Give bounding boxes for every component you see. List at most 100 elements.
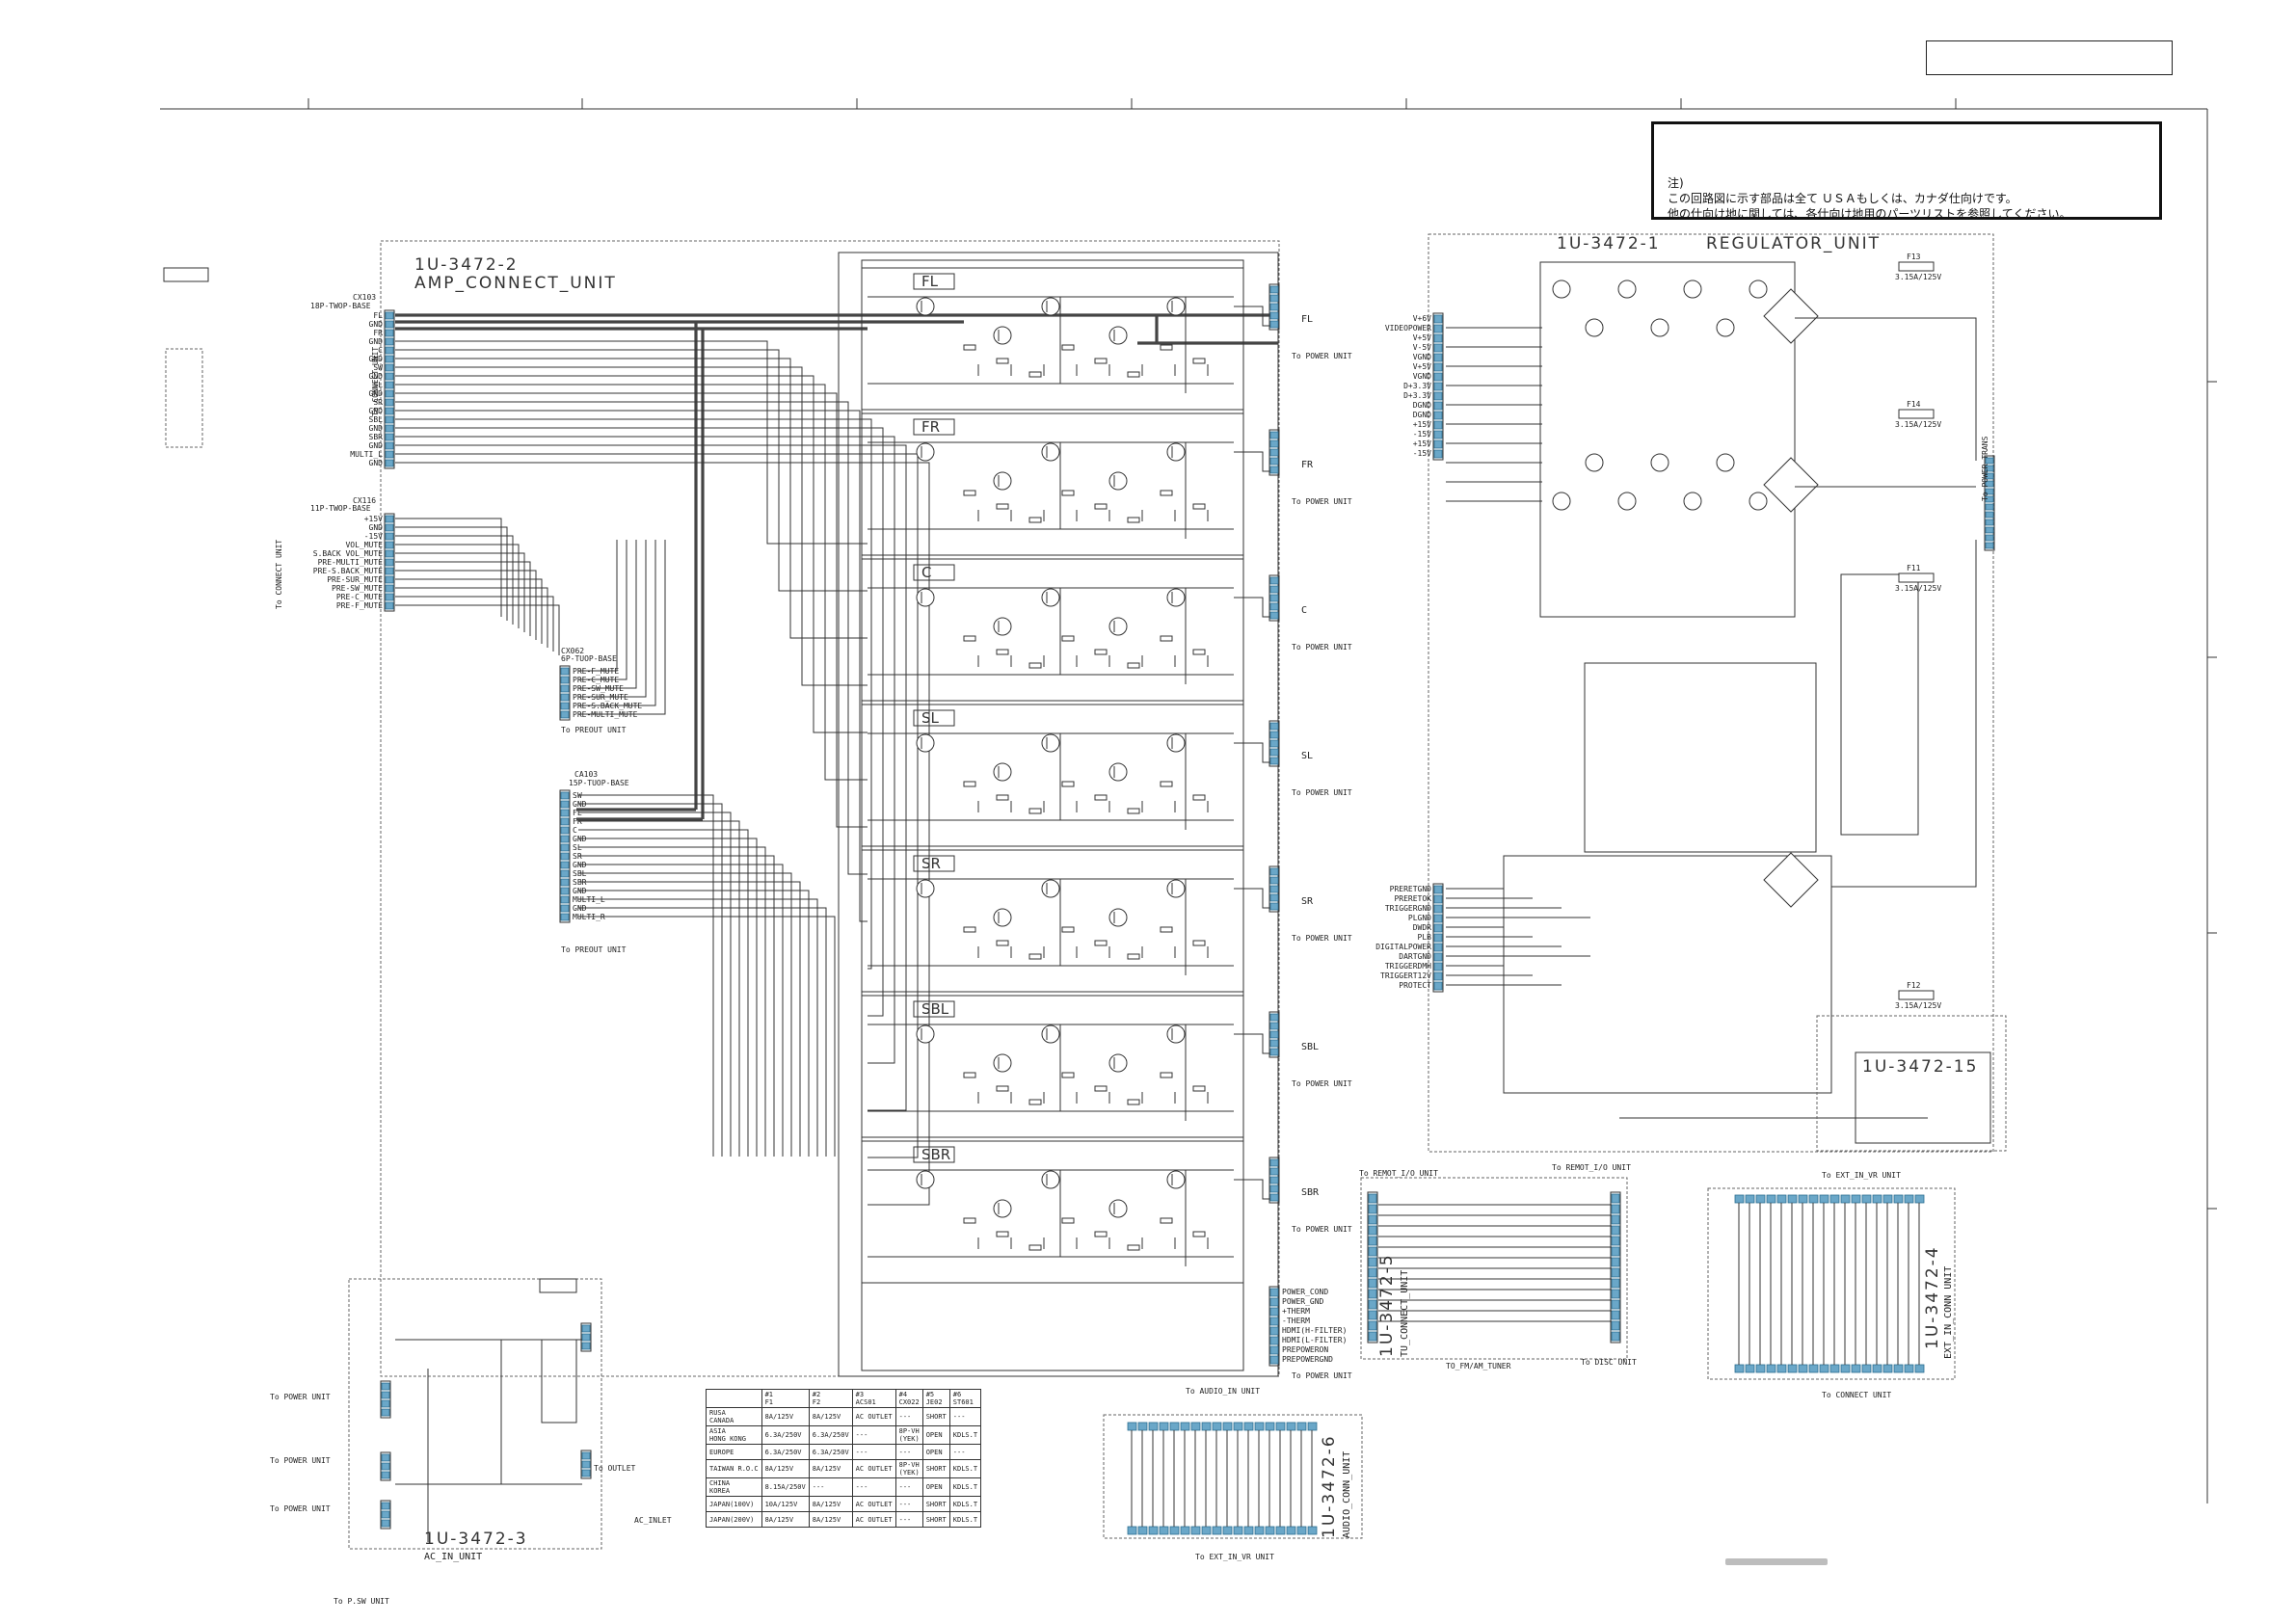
cx103-pin <box>385 320 394 329</box>
reg-lower-conn-pin <box>1433 943 1443 952</box>
ext-conn-bottom-pin <box>1808 1364 1819 1373</box>
tu-conn-right-housing <box>1610 1191 1621 1344</box>
speaker-conn-ref: To POWER UNIT <box>1292 788 1352 797</box>
transistor <box>1749 279 1768 299</box>
option-table-cell: 8A/125V <box>808 1407 853 1426</box>
option-table-header-cell: #2 F2 <box>808 1389 853 1408</box>
ref-audio-in: To AUDIO_IN UNIT <box>1186 1387 1260 1396</box>
ca103-pin-label: C <box>573 826 577 835</box>
cx103-pin <box>385 389 394 398</box>
speaker-conn-pin <box>1269 285 1279 294</box>
cx103-pin-label: GND <box>369 459 384 467</box>
ext-conn-bottom-pin <box>1829 1364 1840 1373</box>
reg-conn-pin <box>1433 391 1443 401</box>
speaker-conn-pin <box>1269 902 1279 911</box>
cx103-connector: CX103 18P-TWOP-BASE FLGNDFRGNDCGNDSWGNDS… <box>310 293 395 469</box>
resistor <box>996 940 1009 946</box>
speaker-conn-pin <box>1269 1013 1279 1022</box>
resistor <box>1127 517 1140 523</box>
transistor <box>1683 279 1702 299</box>
preout-trace <box>578 898 818 1157</box>
audio-conn-bottom-pin <box>1243 1526 1254 1535</box>
horizontal-scrollbar[interactable] <box>1725 1558 1828 1565</box>
audio-conn-top-pin <box>1137 1422 1148 1431</box>
control-trace <box>395 596 554 652</box>
option-table-cell: --- <box>894 1477 923 1497</box>
resistor <box>963 635 976 642</box>
reg-lower-conn-pin-label: PLB <box>1418 933 1432 942</box>
ext-conn-bottom-pin <box>1861 1364 1872 1373</box>
reg-conn-pin-label: +15V <box>1413 439 1431 448</box>
destination-option-table: #1 F1#2 F2#3 ACS01#4 CX022#5 JE02#6 ST60… <box>706 1389 982 1528</box>
transistor <box>1041 1170 1060 1189</box>
tu-conn-right-pin <box>1611 1331 1620 1342</box>
transistor <box>1041 588 1060 607</box>
ext-conn-bottom-pin <box>1872 1364 1882 1373</box>
reg-lower-conn-pin-label: PROTECT <box>1399 981 1431 990</box>
option-table-cell: 8P-VH (YEK) <box>894 1459 923 1478</box>
ac-conn-3-housing <box>380 1500 391 1530</box>
speaker-conn-pin <box>1269 1184 1279 1193</box>
cx116-pin <box>385 593 394 601</box>
cx103-label: CX103 <box>353 293 376 302</box>
ca103-housing <box>559 789 571 923</box>
power-conn-pin <box>1269 1326 1279 1336</box>
option-table-cell: TAIWAN R.O.C <box>706 1459 762 1478</box>
option-table-cell: SHORT <box>921 1511 950 1528</box>
ext-conn-top-pin <box>1734 1194 1745 1204</box>
ac-conn-5-pin <box>581 1469 591 1477</box>
cx103-pin <box>385 459 394 467</box>
tu-conn-left-pin <box>1368 1320 1377 1331</box>
cx116-pin-label: PRE-SW_MUTE <box>332 584 383 593</box>
transistor <box>993 1053 1012 1073</box>
speaker-conn-label: SR <box>1301 896 1314 907</box>
option-table-cell: KDLS.T <box>948 1511 982 1528</box>
amp-connect-unit-id: 1U-3472-2 <box>414 255 519 275</box>
regulator-trace <box>1831 540 1977 888</box>
resistor <box>963 1072 976 1078</box>
regulator-trace <box>1795 317 1977 461</box>
reg-trans-conn-pin <box>1985 503 1994 511</box>
power-conn-pin <box>1269 1288 1279 1297</box>
unit-6-name: AUDIO_CONN_UNIT <box>1342 1451 1352 1538</box>
reg-lower-conn-pin-label: PRERETGND <box>1390 885 1432 893</box>
preout-trace <box>578 820 740 1157</box>
cx062-pin <box>560 702 570 710</box>
reg-conn-pin-label: V+6V <box>1413 314 1431 323</box>
option-table-cell: KDLS.T <box>948 1459 982 1478</box>
ac-conn-2-pin <box>381 1462 390 1471</box>
channel-tag: FL <box>921 273 939 290</box>
cx116-pin-label: -15V <box>364 532 383 541</box>
cx116-connector: CX116 11P-TWOP-BASE +15VGND-15VVOL_MUTES… <box>310 496 395 612</box>
signal-trace <box>395 340 868 545</box>
ca103-pin-label: SL <box>573 843 582 852</box>
sheet-ruler <box>160 98 2217 1503</box>
resistor <box>1127 662 1140 669</box>
resistor <box>1160 344 1173 351</box>
transistor <box>1108 1199 1128 1218</box>
reg-trans-conn-pin <box>1985 511 1994 519</box>
signal-bus-thick <box>395 313 1278 821</box>
signal-trace <box>395 436 895 1064</box>
reg-lower-conn-pin <box>1433 981 1443 991</box>
resistor <box>1028 371 1042 378</box>
option-table-cell: 8A/125V <box>808 1496 853 1512</box>
transistor <box>1041 297 1060 316</box>
notes-line-1: この回路図に示す部品は全て ＵＳＡもしくは、カナダ仕向けです。 <box>1668 192 2017 205</box>
control-trace <box>395 544 520 628</box>
ref-connect-unit-3: To CONNECT UNIT <box>1822 1391 1891 1399</box>
ext-conn-top-pin <box>1745 1194 1755 1204</box>
channel-block <box>861 558 1244 702</box>
tu-conn-left-pin <box>1368 1193 1377 1204</box>
ac-conn-4-pin <box>581 1333 591 1342</box>
transistor <box>1166 1170 1186 1189</box>
power-conn-pin <box>1269 1355 1279 1365</box>
reg-conn-pin-label: DGND <box>1413 401 1431 410</box>
speaker-conn-ref: To POWER UNIT <box>1292 352 1352 360</box>
preout-trace <box>578 855 775 1157</box>
option-table-cell: 8P-VH (YEK) <box>894 1425 923 1445</box>
fuse-rating: 3.15A/125V <box>1895 420 1941 429</box>
ref-remote-2: To REMOT_I/O UNIT <box>1552 1163 1631 1172</box>
fuse <box>1898 409 1935 419</box>
